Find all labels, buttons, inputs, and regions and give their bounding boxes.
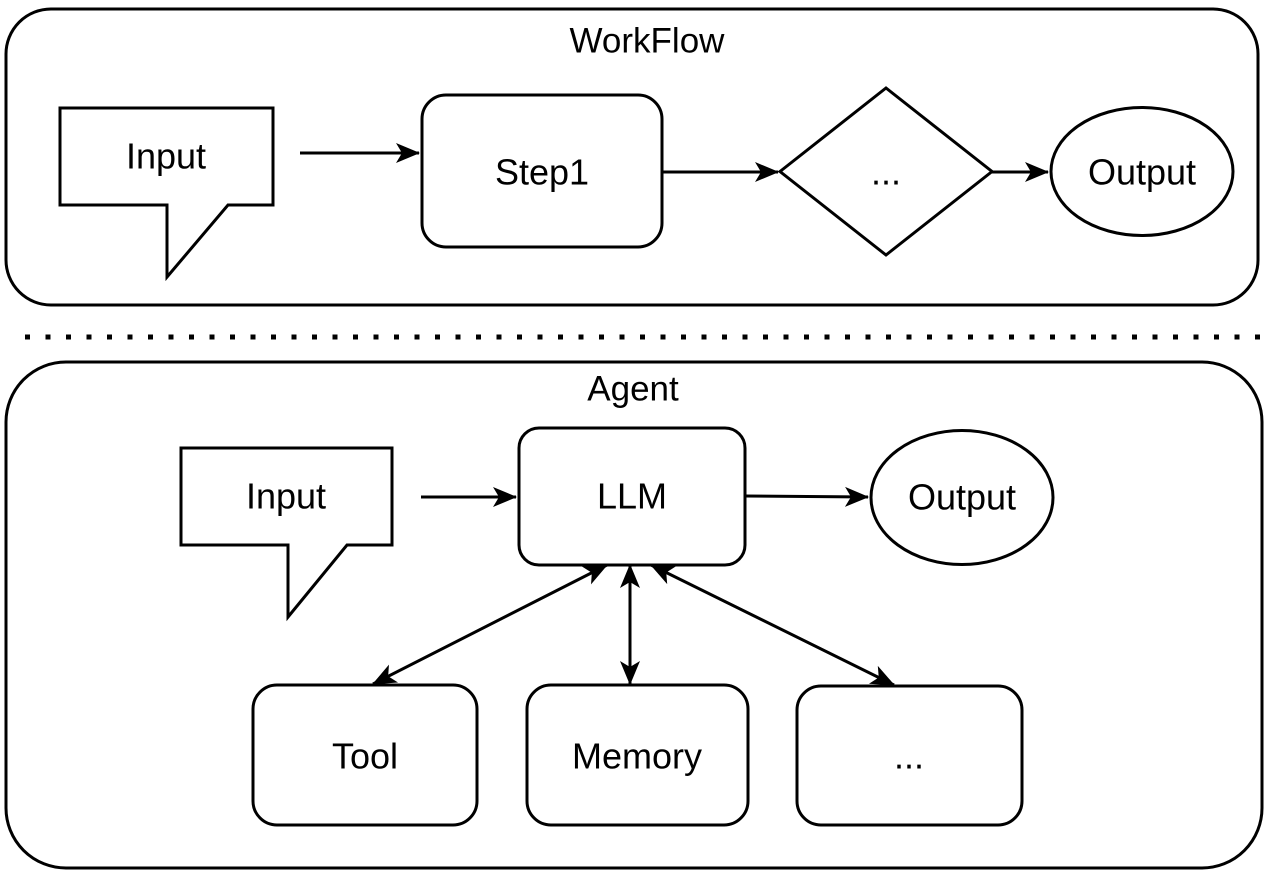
agent-panel <box>4 360 1264 870</box>
agent-edge-llm-output <box>744 486 869 507</box>
agent-edge-llm-tool <box>372 563 608 686</box>
agent-input-node <box>179 446 394 622</box>
workflow-output-label: Output <box>1088 152 1196 193</box>
agent-output-node <box>869 429 1055 566</box>
agent-more-label: ... <box>894 736 924 777</box>
workflow-decision-label: ... <box>871 152 901 193</box>
agent-output-label: Output <box>908 477 1016 518</box>
workflow-step1-label: Step1 <box>495 152 589 193</box>
workflow-input-label: Input <box>126 136 206 177</box>
workflow-input-node <box>58 106 275 282</box>
workflow-panel-title: WorkFlow <box>570 22 726 61</box>
workflow-panel <box>4 7 1260 307</box>
agent-panel-title: Agent <box>587 370 679 409</box>
agent-edge-llm-more <box>650 563 895 687</box>
agent-llm-label: LLM <box>597 476 667 517</box>
agent-memory-node <box>525 683 750 827</box>
workflow-output-node <box>1049 106 1235 237</box>
agent-memory-label: Memory <box>572 736 702 777</box>
agent-tool-label: Tool <box>332 736 398 777</box>
agent-tool-node <box>251 683 479 827</box>
agent-more-node <box>795 684 1024 827</box>
agent-input-label: Input <box>246 476 326 517</box>
